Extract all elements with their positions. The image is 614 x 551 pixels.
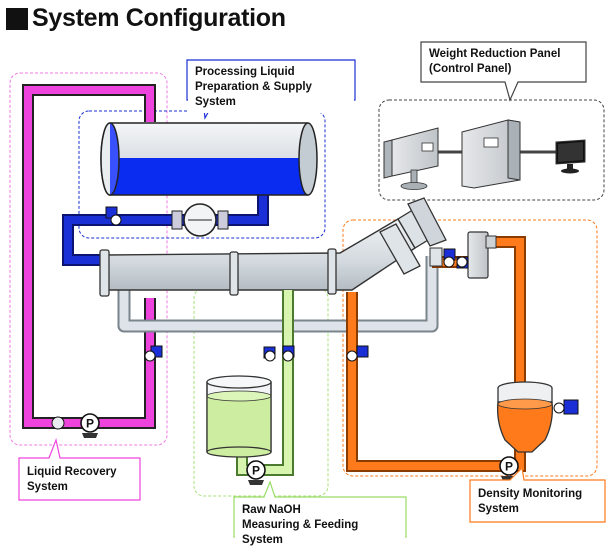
naoh-system-label: Raw NaOH Measuring & Feeding System [235, 500, 405, 551]
valve-icon-recovery [51, 416, 65, 430]
circulation-pump-icon [171, 203, 229, 237]
naoh-tank [206, 375, 272, 458]
naoh-label-line1: Raw NaOH [242, 504, 301, 516]
sensor-icon-density-return [346, 345, 369, 362]
pump-label-density: P [505, 460, 513, 474]
page-title: System Configuration [6, 4, 286, 33]
recovery-system-label: Liquid Recovery System [20, 462, 139, 498]
processing-system-label: Processing Liquid Preparation & Supply S… [188, 62, 354, 113]
sensor-icon-supply [105, 206, 122, 226]
density-label-line1: Density Monitoring [478, 488, 583, 500]
title-square-icon [6, 7, 28, 30]
weight-panel-boundary [378, 99, 605, 201]
pump-icon-recovery: P [80, 413, 100, 438]
weight-panel-label: Weight Reduction Panel (Control Panel) [422, 44, 585, 80]
pump-label-naoh: P [252, 464, 260, 478]
weight-panel-label-line2: (Control Panel) [429, 63, 512, 75]
control-equipment [383, 119, 586, 190]
processing-label-line2: Preparation & Supply System [195, 81, 312, 108]
density-label-line2: System [478, 503, 519, 515]
main-duct [99, 197, 447, 297]
weight-panel-label-line1: Weight Reduction Panel [429, 48, 561, 60]
sensor-icon-density-tank [553, 399, 579, 415]
sensor-icon-density-outlet [443, 248, 456, 268]
pump-icon-naoh: P [246, 460, 266, 485]
pump-label-recovery: P [86, 417, 94, 431]
density-system-label: Density Monitoring System [471, 484, 604, 520]
processing-tank [100, 122, 318, 196]
sensor-icon-naoh-right [282, 345, 295, 362]
title-text: System Configuration [32, 4, 286, 32]
naoh-label-line2: Measuring & Feeding System [242, 519, 359, 546]
density-tank [497, 381, 553, 453]
density-boundary [342, 219, 598, 477]
sensor-valve-icons [51, 206, 579, 430]
density-flow-meter [429, 231, 497, 279]
sensor-icon-naoh-left [263, 346, 276, 362]
processing-label-line1: Processing Liquid [195, 66, 295, 78]
sensor-icon-recovery [144, 345, 163, 362]
sensor-icon-density-meter [456, 256, 469, 269]
recovery-label-line1: Liquid Recovery [27, 466, 117, 478]
recovery-label-line2: System [27, 481, 68, 493]
